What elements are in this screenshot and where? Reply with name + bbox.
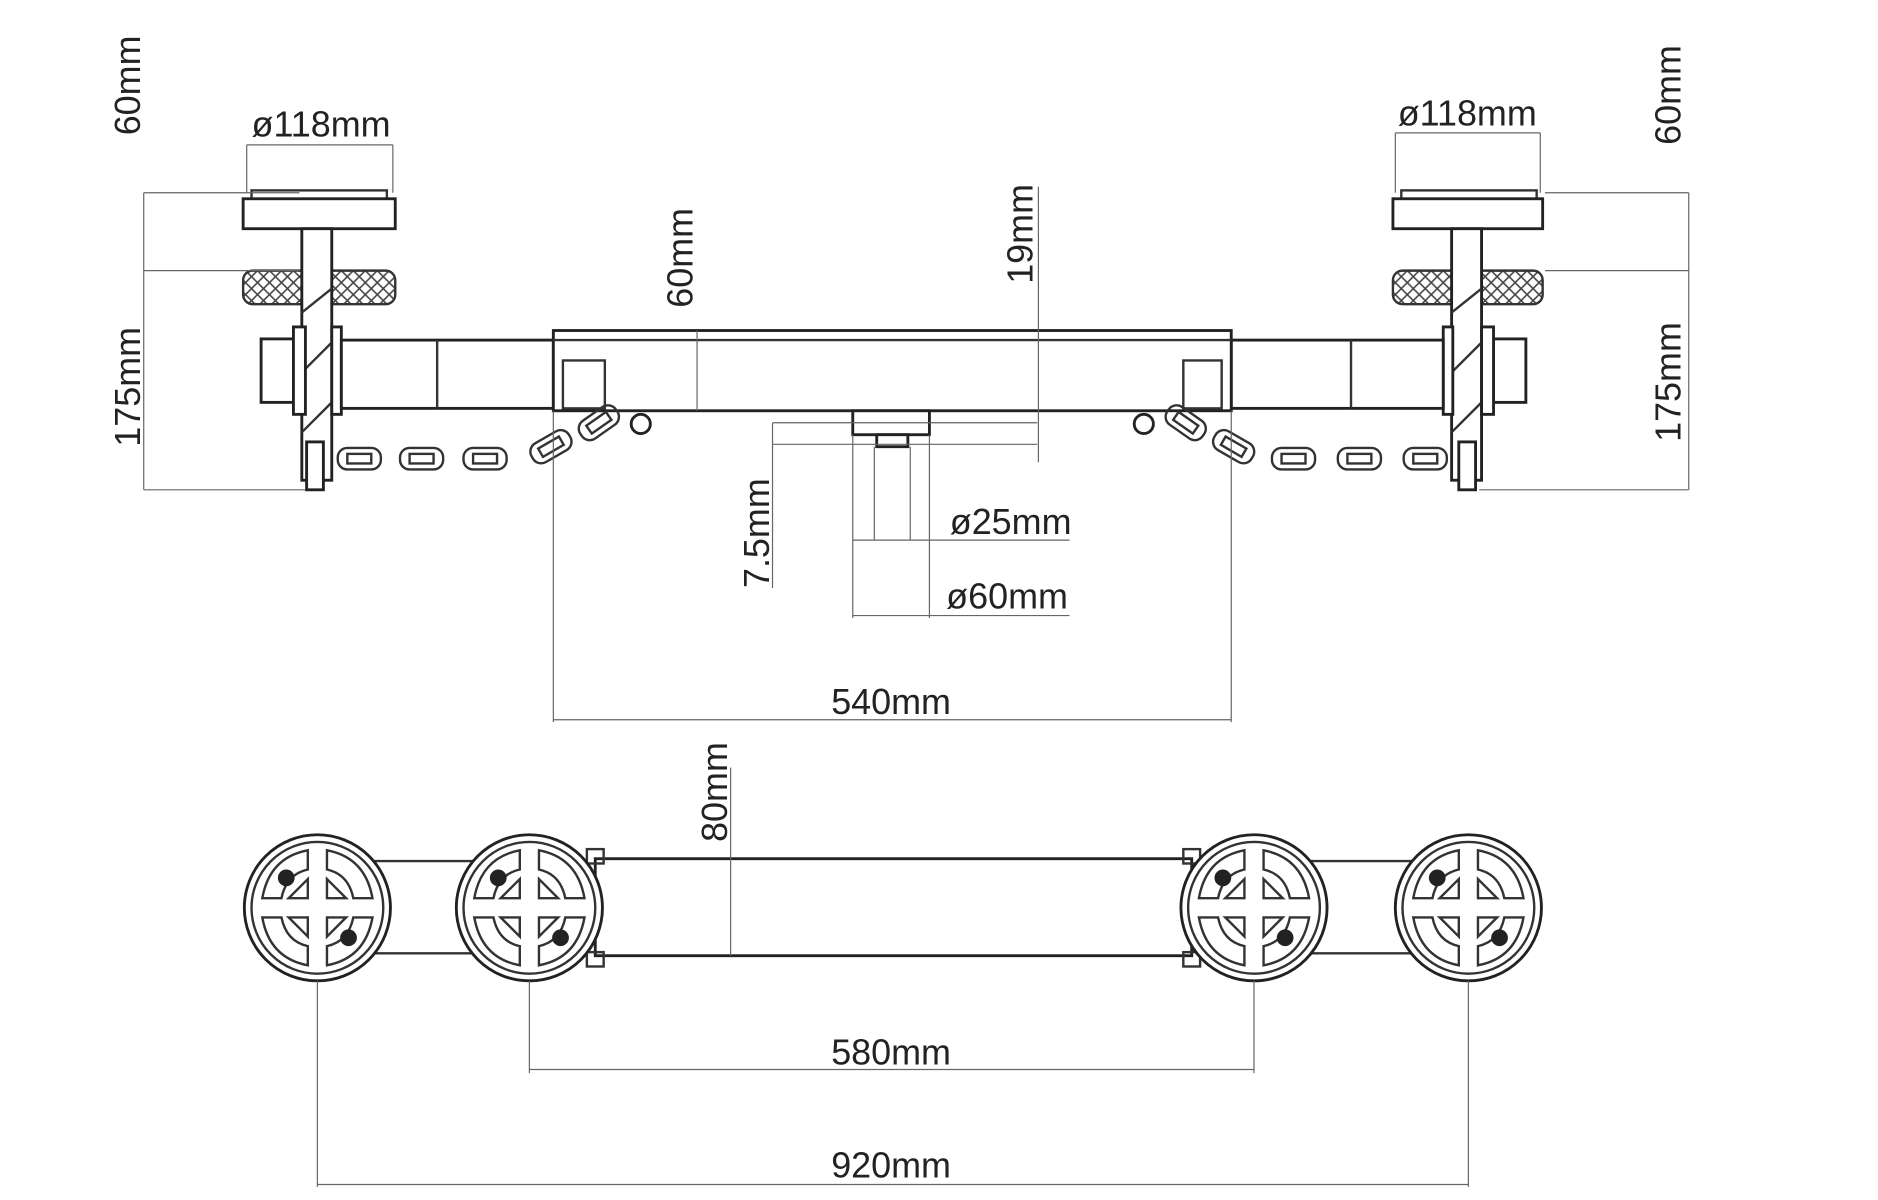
inner-span-label: 580mm <box>831 1032 951 1073</box>
wheel-1 <box>242 833 392 983</box>
right-cap-height-label: 60mm <box>1647 45 1688 145</box>
rail-offset-label: 19mm <box>999 184 1040 284</box>
pin-height-label: 7.5mm <box>736 478 777 588</box>
center-height-label: 60mm <box>659 208 700 308</box>
outer-span-label: 920mm <box>831 1144 951 1185</box>
bottom-dimension-lines <box>316 767 1469 1187</box>
wheel-2 <box>454 833 604 983</box>
base-diameter-label: ø60mm <box>946 575 1068 616</box>
left-arm <box>339 338 555 410</box>
left-disc-diameter-label: ø118mm <box>252 103 391 144</box>
left-chain <box>336 400 652 471</box>
bottom-view: 80mm 580mm 920mm <box>242 742 1543 1187</box>
top-view: 60mm ø118mm 175mm 60mm 19mm 7.5mm ø25mm … <box>107 35 1690 723</box>
wheel-4 <box>1393 833 1543 983</box>
center-body <box>551 329 1233 413</box>
center-length-label: 540mm <box>831 681 951 722</box>
right-chain <box>1132 400 1449 471</box>
bar-width-label: 80mm <box>694 742 735 842</box>
right-mount <box>1391 189 1545 492</box>
left-height-label: 175mm <box>107 327 148 447</box>
slider-bar <box>593 857 1194 958</box>
right-arm <box>1229 338 1445 410</box>
left-cap-height-label: 60mm <box>107 35 148 135</box>
right-height-label: 175mm <box>1647 322 1688 442</box>
pin-diameter-label: ø25mm <box>950 501 1072 542</box>
wheel-3 <box>1179 833 1329 983</box>
top-dimension-lines <box>143 132 1690 723</box>
right-disc-diameter-label: ø118mm <box>1398 93 1537 134</box>
